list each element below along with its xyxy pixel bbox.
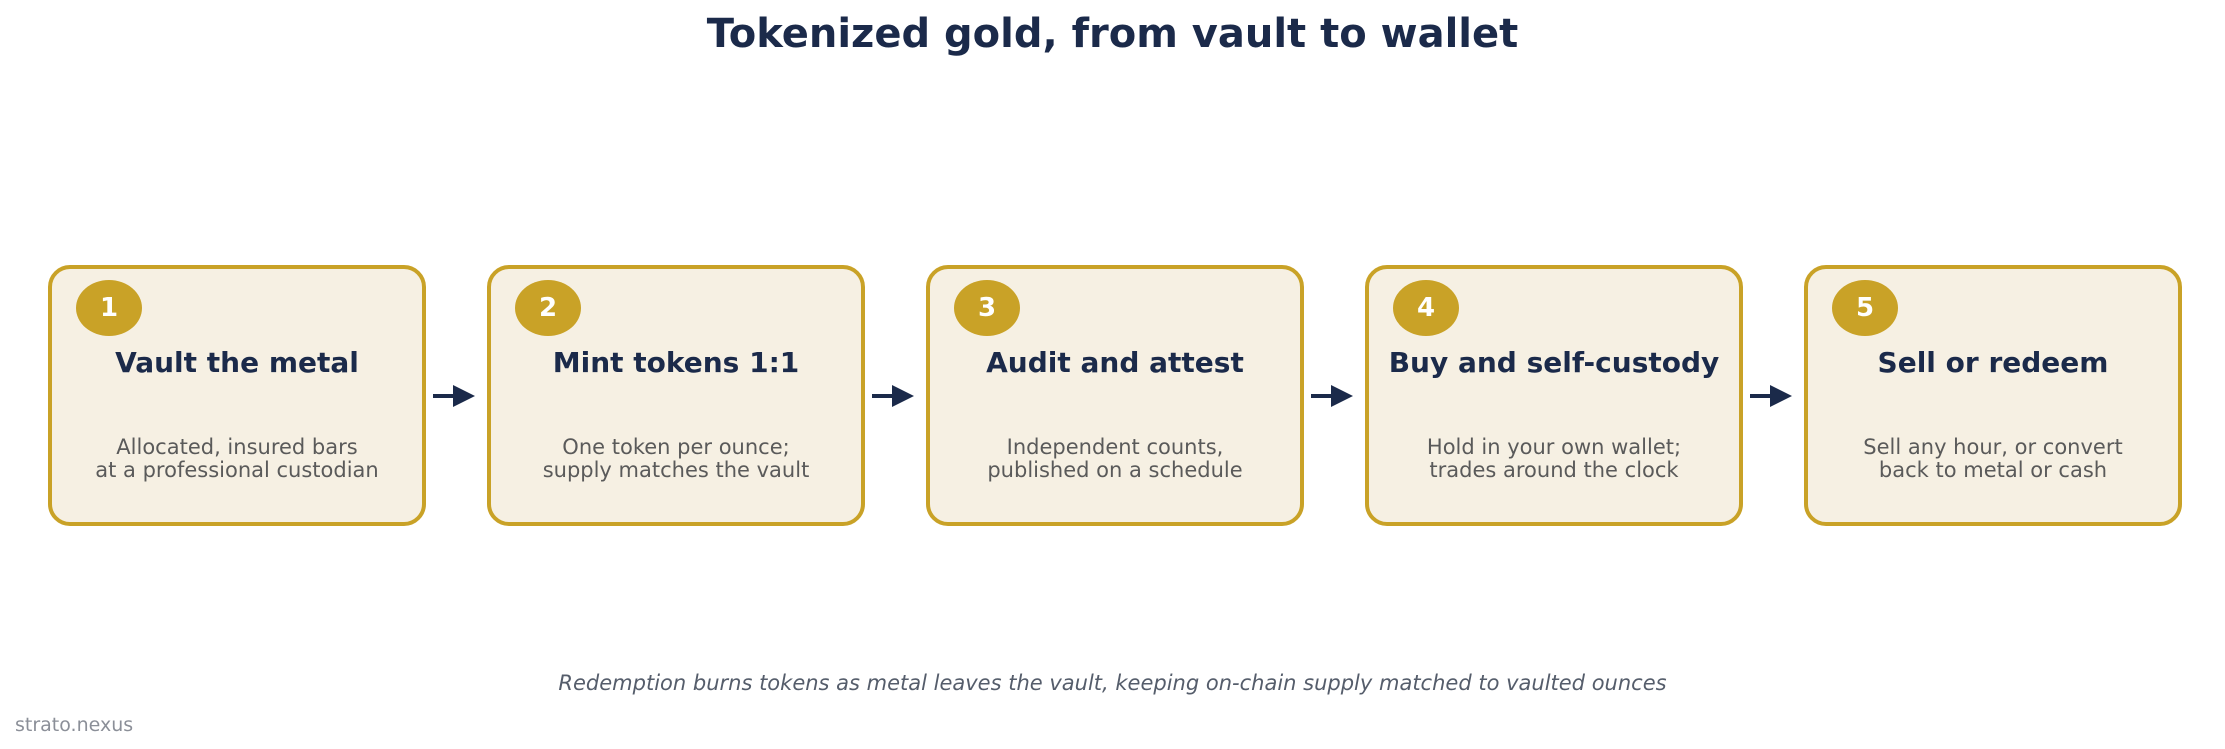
- step-card-2: 2 Mint tokens 1:1 One token per ounce; s…: [487, 265, 865, 526]
- step-description-line: at a professional custodian: [95, 458, 379, 482]
- step-title: Vault the metal: [115, 346, 359, 379]
- step-number-badge: 4: [1393, 280, 1459, 336]
- step-card-4: 4 Buy and self-custody Hold in your own …: [1365, 265, 1743, 526]
- step-title: Sell or redeem: [1877, 346, 2109, 379]
- step-description-line: Allocated, insured bars: [116, 435, 358, 459]
- step-card-3: 3 Audit and attest Independent counts, p…: [926, 265, 1304, 526]
- step-description: Allocated, insured bars at a professiona…: [52, 436, 422, 482]
- arrow-right-icon: [433, 385, 475, 407]
- step-description-line: One token per ounce;: [562, 435, 790, 459]
- step-description: Independent counts, published on a sched…: [930, 436, 1300, 482]
- step-description-line: Hold in your own wallet;: [1426, 435, 1682, 459]
- arrow-right-icon: [1311, 385, 1353, 407]
- step-description-line: Independent counts,: [1006, 435, 1224, 459]
- step-description: Hold in your own wallet; trades around t…: [1369, 436, 1739, 482]
- source-credit: strato.nexus: [15, 714, 134, 736]
- step-number-badge: 2: [515, 280, 581, 336]
- arrow-right-icon: [872, 385, 914, 407]
- step-description-line: trades around the clock: [1429, 458, 1679, 482]
- step-number-badge: 5: [1832, 280, 1898, 336]
- step-description: Sell any hour, or convert back to metal …: [1808, 436, 2178, 482]
- step-number-badge: 3: [954, 280, 1020, 336]
- diagram-title: Tokenized gold, from vault to wallet: [706, 11, 1519, 57]
- step-title: Mint tokens 1:1: [552, 346, 800, 379]
- step-title: Buy and self-custody: [1388, 346, 1720, 379]
- step-card-5: 5 Sell or redeem Sell any hour, or conve…: [1804, 265, 2182, 526]
- step-description-line: back to metal or cash: [1878, 458, 2108, 482]
- step-description-line: Sell any hour, or convert: [1863, 435, 2123, 459]
- step-description: One token per ounce; supply matches the …: [491, 436, 861, 482]
- arrow-right-icon: [1750, 385, 1792, 407]
- step-description-line: supply matches the vault: [542, 458, 810, 482]
- step-card-1: 1 Vault the metal Allocated, insured bar…: [48, 265, 426, 526]
- step-description-line: published on a schedule: [987, 458, 1243, 482]
- footer-caption: Redemption burns tokens as metal leaves …: [558, 671, 1667, 695]
- step-title: Audit and attest: [986, 346, 1244, 379]
- step-number-badge: 1: [76, 280, 142, 336]
